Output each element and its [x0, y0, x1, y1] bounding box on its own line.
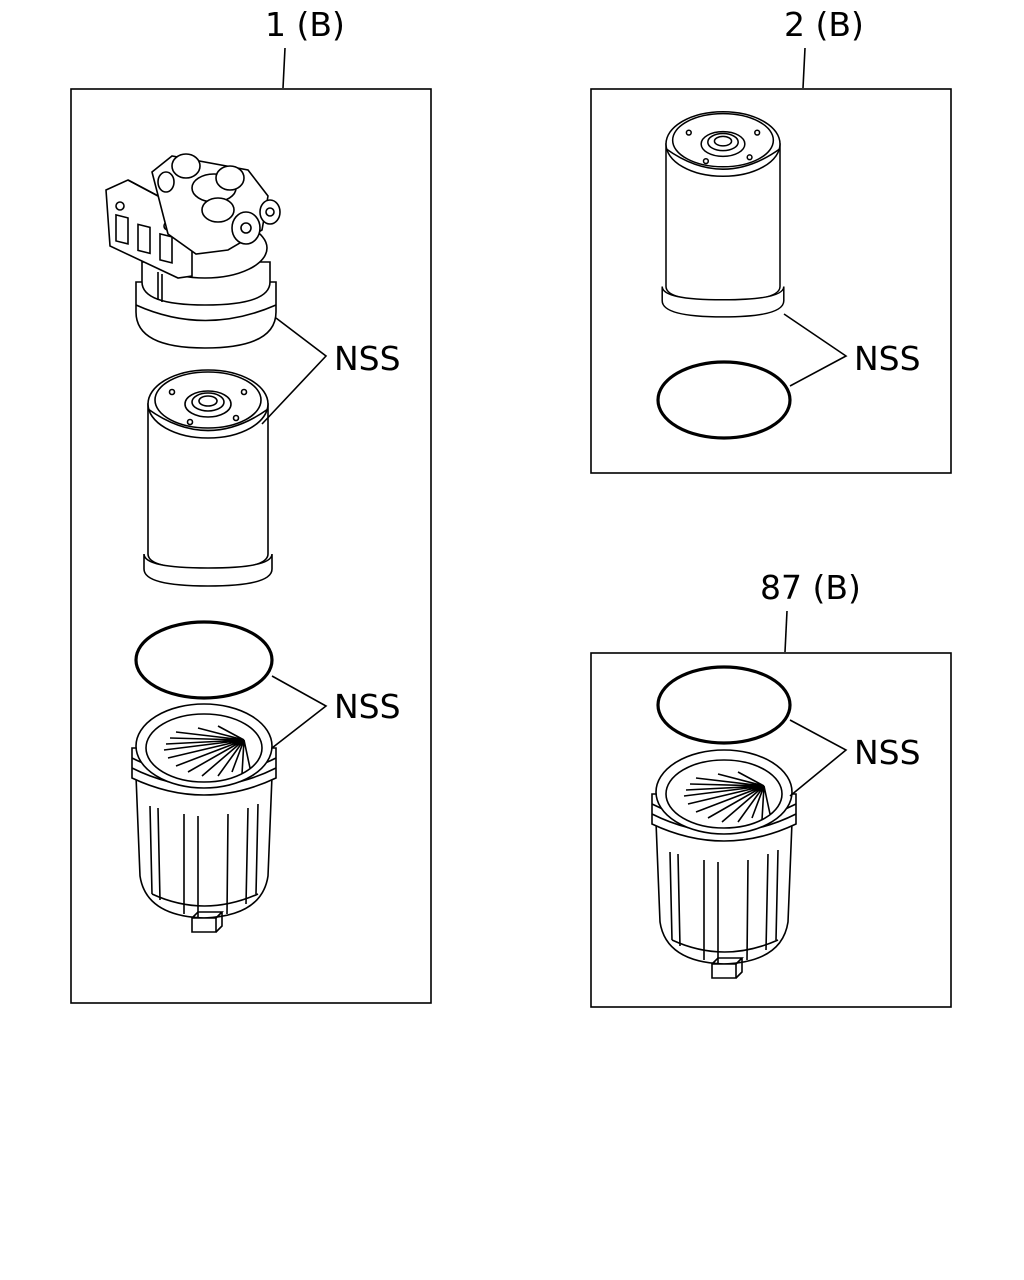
- filter-cartridge-2b: [661, 110, 785, 318]
- nss-leader-87b: [789, 719, 848, 797]
- filter-head-assembly: [105, 153, 281, 349]
- filter-cartridge-1b: [143, 369, 273, 587]
- callout-2b: 2 (B): [784, 5, 864, 44]
- nss-leader-1b-upper: [261, 317, 328, 425]
- nss-label-1b-lower: NSS: [334, 687, 401, 726]
- o-ring-1b: [134, 620, 274, 700]
- group-2b-frame: [590, 88, 952, 474]
- o-ring-87b: [656, 665, 792, 745]
- callout-87b-leader: [784, 610, 788, 653]
- o-ring-2b: [656, 360, 792, 440]
- nss-leader-1b-lower: [271, 675, 328, 749]
- nss-leader-2b: [783, 313, 848, 387]
- group-1b-frame: [70, 88, 432, 1004]
- sediment-bowl-87b: [651, 749, 797, 979]
- nss-label-2b: NSS: [854, 339, 921, 378]
- nss-label-87b: NSS: [854, 733, 921, 772]
- sediment-bowl-1b: [131, 703, 277, 933]
- callout-1b: 1 (B): [265, 5, 345, 44]
- callout-87b: 87 (B): [760, 568, 861, 607]
- callout-1b-leader: [282, 47, 286, 89]
- group-87b-frame: [590, 652, 952, 1008]
- callout-2b-leader: [802, 47, 806, 89]
- nss-label-1b-upper: NSS: [334, 339, 401, 378]
